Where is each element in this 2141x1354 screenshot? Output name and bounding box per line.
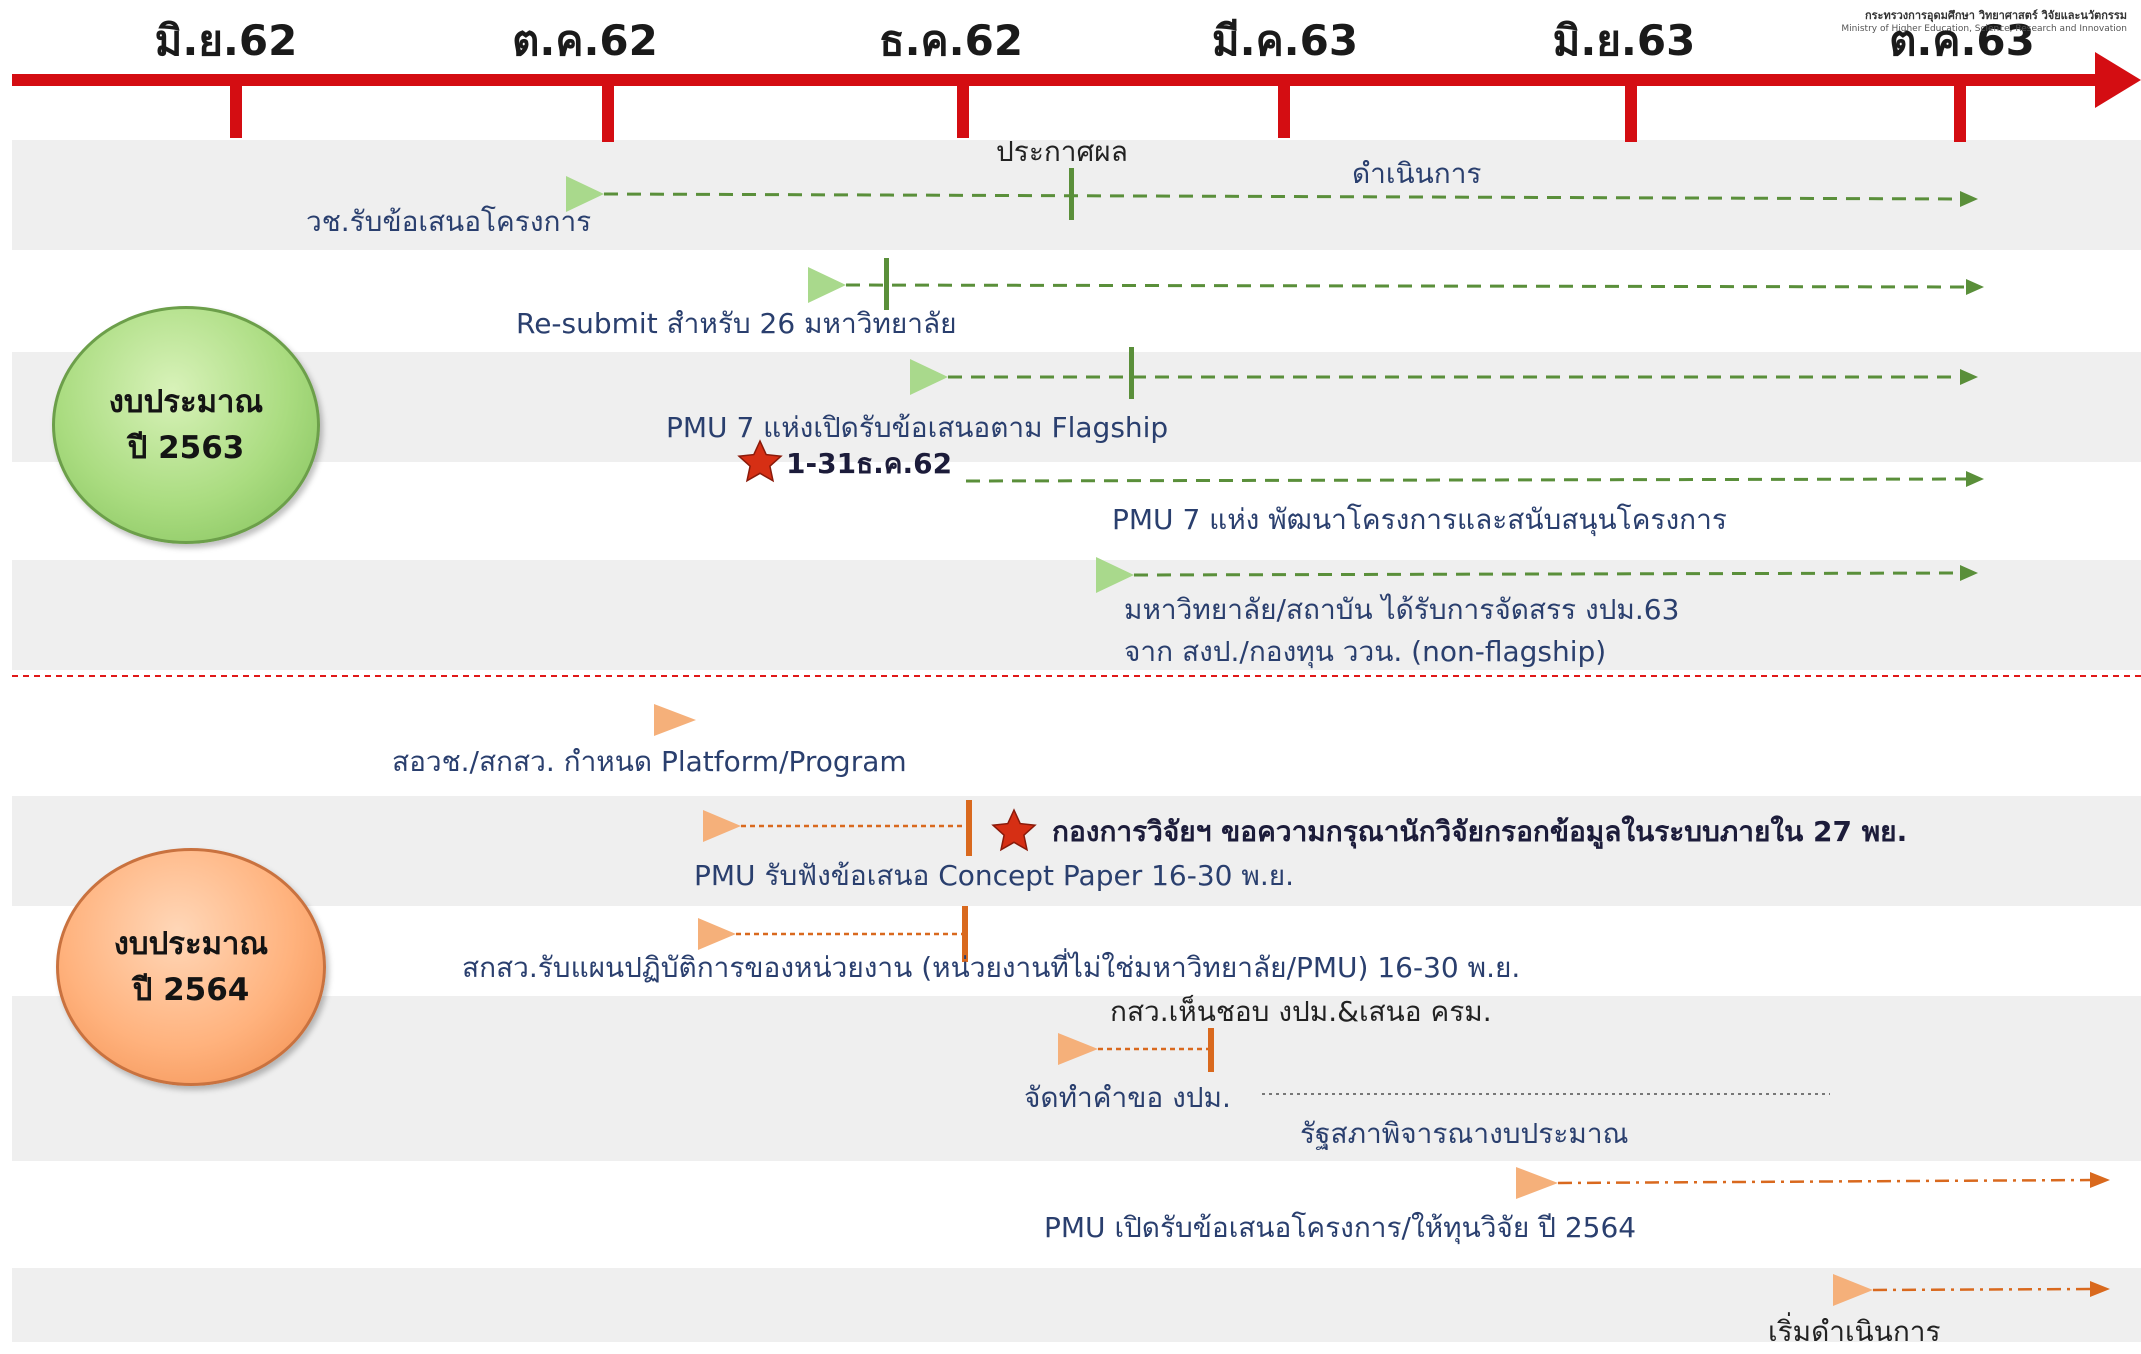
start-arrow-marker bbox=[698, 918, 736, 950]
dashed-progress-line bbox=[1133, 571, 1961, 577]
month-label: ต.ค.62 bbox=[512, 16, 658, 65]
star-icon bbox=[737, 439, 783, 483]
end-arrow-head bbox=[1960, 191, 1978, 207]
dashed-progress-line bbox=[603, 192, 1961, 201]
milestone-tick bbox=[1129, 347, 1134, 399]
task-label: จาก สงป./กองทุน ววน. (non-flagship) bbox=[1124, 635, 1607, 668]
timeline-tick bbox=[1278, 80, 1290, 138]
month-label: มี.ค.63 bbox=[1211, 16, 1359, 65]
row-band bbox=[12, 352, 2141, 462]
month-label: ธ.ค.62 bbox=[878, 16, 1024, 65]
month-label: มิ.ย.62 bbox=[154, 16, 298, 65]
task-label: จัดทำคำขอ งปม. bbox=[1024, 1081, 1231, 1114]
task-label: PMU เปิดรับข้อเสนอโครงการ/ให้ทุนวิจัย ปี… bbox=[1044, 1211, 1637, 1244]
end-arrow-head bbox=[1960, 565, 1978, 581]
milestone-tick bbox=[884, 258, 889, 310]
start-arrow-marker bbox=[654, 704, 696, 736]
row-band bbox=[12, 1268, 2141, 1342]
timeline-tick bbox=[230, 80, 242, 138]
ministry-logo-text: กระทรวงการอุดมศึกษา วิทยาศาสตร์ วิจัยและ… bbox=[1841, 6, 2127, 34]
row-band bbox=[12, 796, 2141, 906]
milestone-tick bbox=[962, 906, 968, 962]
task-label: เริ่มดำเนินการ bbox=[1768, 1315, 1941, 1348]
star-icon bbox=[991, 808, 1037, 852]
ministry-name-en: Ministry of Higher Education, Science, R… bbox=[1841, 24, 2127, 34]
notice-label: กองการวิจัยฯ ขอความกรุณานักวิจัยกรอกข้อม… bbox=[1052, 815, 1908, 848]
budget-year: ปี 2563 bbox=[127, 430, 245, 466]
task-label: สอวช./สกสว. กำหนด Platform/Program bbox=[392, 745, 907, 778]
budget-title: งบประมาณ bbox=[113, 926, 269, 962]
end-arrow-head bbox=[1966, 471, 1984, 487]
milestone-tick bbox=[1069, 168, 1074, 220]
dashdot-progress-line bbox=[1557, 1178, 2093, 1185]
task-label: PMU รับฟังข้อเสนอ Concept Paper 16-30 พ.… bbox=[694, 859, 1295, 892]
operate-label: ดำเนินการ bbox=[1352, 157, 1482, 190]
row-band bbox=[12, 560, 2141, 670]
task-label: วช.รับข้อเสนอโครงการ bbox=[306, 205, 592, 238]
milestone-tick bbox=[1208, 1028, 1214, 1072]
start-arrow-marker bbox=[1833, 1274, 1873, 1306]
date-label: 1-31ธ.ค.62 bbox=[786, 447, 953, 480]
start-arrow-marker bbox=[1058, 1033, 1098, 1065]
start-arrow-marker bbox=[1516, 1167, 1558, 1199]
row-band bbox=[12, 996, 2141, 1161]
start-arrow-marker bbox=[808, 267, 846, 303]
milestone-label: กสว.เห็นชอบ งปม.&เสนอ ครม. bbox=[1110, 995, 1492, 1028]
end-arrow-head bbox=[1960, 369, 1978, 385]
start-arrow-marker bbox=[910, 359, 948, 395]
task-label: PMU 7 แห่งเปิดรับข้อเสนอตาม Flagship bbox=[666, 411, 1169, 444]
timeline-tick bbox=[1954, 80, 1966, 142]
ministry-name-th: กระทรวงการอุดมศึกษา วิทยาศาสตร์ วิจัยและ… bbox=[1864, 9, 2127, 22]
month-label: ต.ค.63 bbox=[1889, 16, 2035, 65]
start-arrow-marker bbox=[566, 176, 604, 212]
budget-2563-circle: งบประมาณ ปี 2563 bbox=[52, 306, 320, 544]
timeline-arrowhead bbox=[2095, 52, 2141, 108]
task-label: มหาวิทยาลัย/สถาบัน ได้รับการจัดสรร งปม.6… bbox=[1124, 593, 1680, 626]
end-arrow-head bbox=[1966, 279, 1984, 295]
timeline-tick bbox=[1625, 80, 1637, 142]
milestone-tick bbox=[966, 800, 972, 856]
start-arrow-marker bbox=[1096, 557, 1134, 593]
dashed-progress-line bbox=[845, 283, 1967, 289]
end-arrow-head bbox=[2090, 1281, 2110, 1297]
task-label: Re-submit สำหรับ 26 มหาวิทยาลัย bbox=[516, 307, 957, 340]
budget-year: ปี 2564 bbox=[132, 972, 250, 1008]
timeline-tick bbox=[602, 80, 614, 142]
task-label: สกสว.รับแผนปฏิบัติการของหน่วยงาน (หน่วยง… bbox=[462, 951, 1521, 984]
dashdot-progress-line bbox=[1872, 1287, 2093, 1292]
announce-label: ประกาศผล bbox=[996, 135, 1128, 168]
task-label: รัฐสภาพิจารณางบประมาณ bbox=[1300, 1117, 1629, 1150]
start-arrow-marker bbox=[703, 810, 741, 842]
budget-title: งบประมาณ bbox=[108, 384, 264, 420]
dashed-progress-line bbox=[965, 477, 1967, 483]
month-label: มิ.ย.63 bbox=[1552, 16, 1696, 65]
task-label: PMU 7 แห่ง พัฒนาโครงการและสนับสนุนโครงกา… bbox=[1112, 503, 1727, 536]
budget-2564-circle: งบประมาณ ปี 2564 bbox=[56, 848, 326, 1086]
end-arrow-head bbox=[2090, 1172, 2110, 1188]
timeline-tick bbox=[957, 80, 969, 138]
